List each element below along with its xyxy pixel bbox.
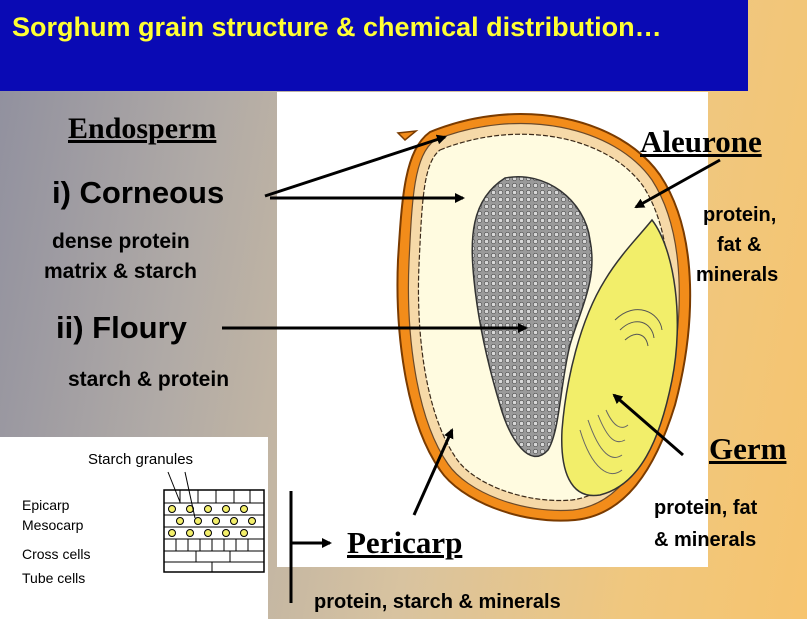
floury-label: ii) Floury [56,310,187,346]
epicarp-label: Epicarp [22,497,69,513]
aleurone-desc-line2: fat & [717,234,761,257]
sorghum-grain [397,114,690,521]
aleurone-desc-line1: protein, [703,204,776,227]
mesocarp-label: Mesocarp [22,517,83,533]
germ-desc-line2: & minerals [654,529,756,552]
endosperm-heading: Endosperm [68,112,216,146]
aleurone-desc-line3: minerals [696,264,778,287]
germ-heading: Germ [709,431,786,467]
floury-desc: starch & protein [68,368,229,392]
tube-cells-label: Tube cells [22,570,85,586]
pericarp-heading: Pericarp [347,525,462,561]
aleurone-heading: Aleurone [640,124,762,160]
corneous-label: i) Corneous [52,175,224,211]
pericarp-desc: protein, starch & minerals [314,591,561,614]
germ-desc-line1: protein, fat [654,497,757,520]
cross-cells-label: Cross cells [22,546,90,562]
corneous-desc-line2: matrix & starch [44,260,197,284]
corneous-desc-line1: dense protein [52,230,190,254]
pericarp-cross-section [164,472,264,572]
starch-granules-label: Starch granules [88,451,193,468]
